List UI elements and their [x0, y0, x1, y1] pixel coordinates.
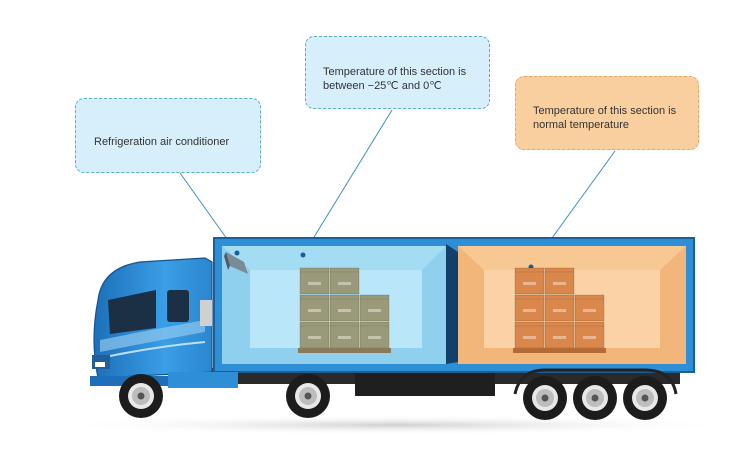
trailer-fender	[513, 368, 678, 395]
ac-marker-dot	[234, 250, 240, 256]
ground-shadow	[50, 415, 740, 435]
frozen-marker-dot	[300, 252, 306, 258]
air-conditioner-unit	[224, 252, 248, 274]
frozen-ceiling	[222, 246, 446, 270]
callout-air-conditioner: Refrigeration air conditioner	[75, 98, 261, 173]
leader-line-frozen	[302, 109, 393, 256]
wheel-drive	[286, 374, 330, 418]
frozen-cargo-stack	[298, 267, 391, 353]
callout-air-conditioner-text: Refrigeration air conditioner	[94, 136, 230, 148]
callout-normal-section-text: Temperature of this section is normal te…	[533, 105, 677, 131]
divider-wall	[446, 244, 458, 364]
normal-ceiling	[458, 246, 686, 270]
callout-frozen-section: Temperature of this section is between −…	[305, 36, 490, 109]
trailer-skirt	[355, 372, 495, 396]
wheel-trailer-3	[623, 376, 667, 420]
wheel-trailer-1	[523, 376, 567, 420]
truck-cab	[90, 257, 213, 386]
wheel-trailer-2	[573, 376, 617, 420]
normal-cargo-stack	[513, 267, 606, 353]
callout-frozen-section-text: Temperature of this section is between −…	[323, 66, 467, 92]
fifth-wheel-coupling	[168, 372, 238, 388]
wheel-front	[119, 374, 163, 418]
callout-normal-section: Temperature of this section is normal te…	[515, 76, 699, 150]
